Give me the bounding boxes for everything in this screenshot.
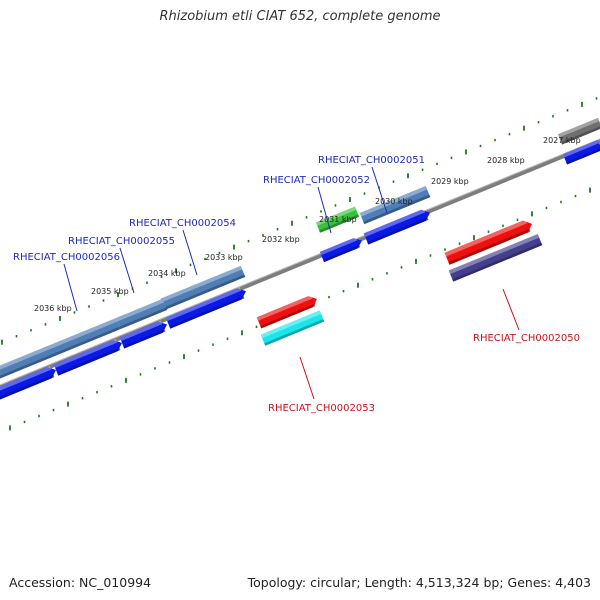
gene-gray-partial (557, 117, 600, 145)
gene-label-leader (371, 166, 388, 214)
gene-cds-2051 (363, 208, 430, 245)
gene-outline-2051 (359, 185, 431, 225)
tick-label: 2027 kbp (543, 136, 581, 145)
tick-label: 2035 kbp (91, 287, 129, 296)
gene-label: RHECIAT_CH0002053 (268, 403, 375, 414)
gene-label: RHECIAT_CH0002055 (68, 236, 175, 247)
tick-label: 2028 kbp (487, 156, 525, 165)
gene-cds-2056 (53, 339, 122, 376)
tick-label: 2033 kbp (205, 253, 243, 262)
tick-label: 2031 kbp (319, 215, 357, 224)
genome-backbone-highlight (0, 138, 600, 386)
gene-label-leader (299, 356, 315, 400)
gene-label: RHECIAT_CH0002052 (263, 175, 370, 186)
gene-cds-2050 (444, 219, 533, 265)
accession-text: Accession: NC_010994 (9, 575, 152, 590)
map-title: Rhizobium etli CIAT 652, complete genome (159, 9, 441, 24)
gene-label-leader (119, 247, 135, 294)
gene-outline-2055 (115, 298, 168, 330)
gene-label: RHECIAT_CH0002054 (129, 218, 236, 229)
gene-outline-2054 (160, 265, 246, 310)
gene-label-leader (317, 186, 332, 234)
gene-outline-2056 (0, 318, 121, 380)
tick-label: 2029 kbp (431, 177, 469, 186)
gene-cds-2052 (319, 237, 362, 263)
gene-label: RHECIAT_CH0002056 (13, 252, 120, 263)
tick-label: 2036 kbp (34, 304, 72, 313)
tick-label: 2030 kbp (375, 197, 413, 206)
gene-cds-2054 (165, 287, 247, 329)
gene-label-leader (182, 229, 198, 276)
gene-cds-2053 (256, 295, 317, 329)
inner-tick-track (9, 187, 591, 431)
tick-label: 2032 kbp (262, 235, 300, 244)
gene-blue-partial (562, 139, 600, 165)
gene-label: RHECIAT_CH0002050 (473, 333, 580, 344)
gene-outline-2050 (448, 234, 543, 282)
gene-cds-2055 (119, 320, 167, 349)
gene-outline-2053 (260, 310, 325, 346)
tick-label: 2034 kbp (148, 269, 186, 278)
topology-text: Topology: circular; Length: 4,513,324 bp… (247, 575, 591, 590)
gene-label-leader (502, 288, 520, 331)
gene-label-leader (63, 263, 78, 312)
gene-cds-2057 (0, 366, 57, 401)
gene-label: RHECIAT_CH0002051 (318, 155, 425, 166)
